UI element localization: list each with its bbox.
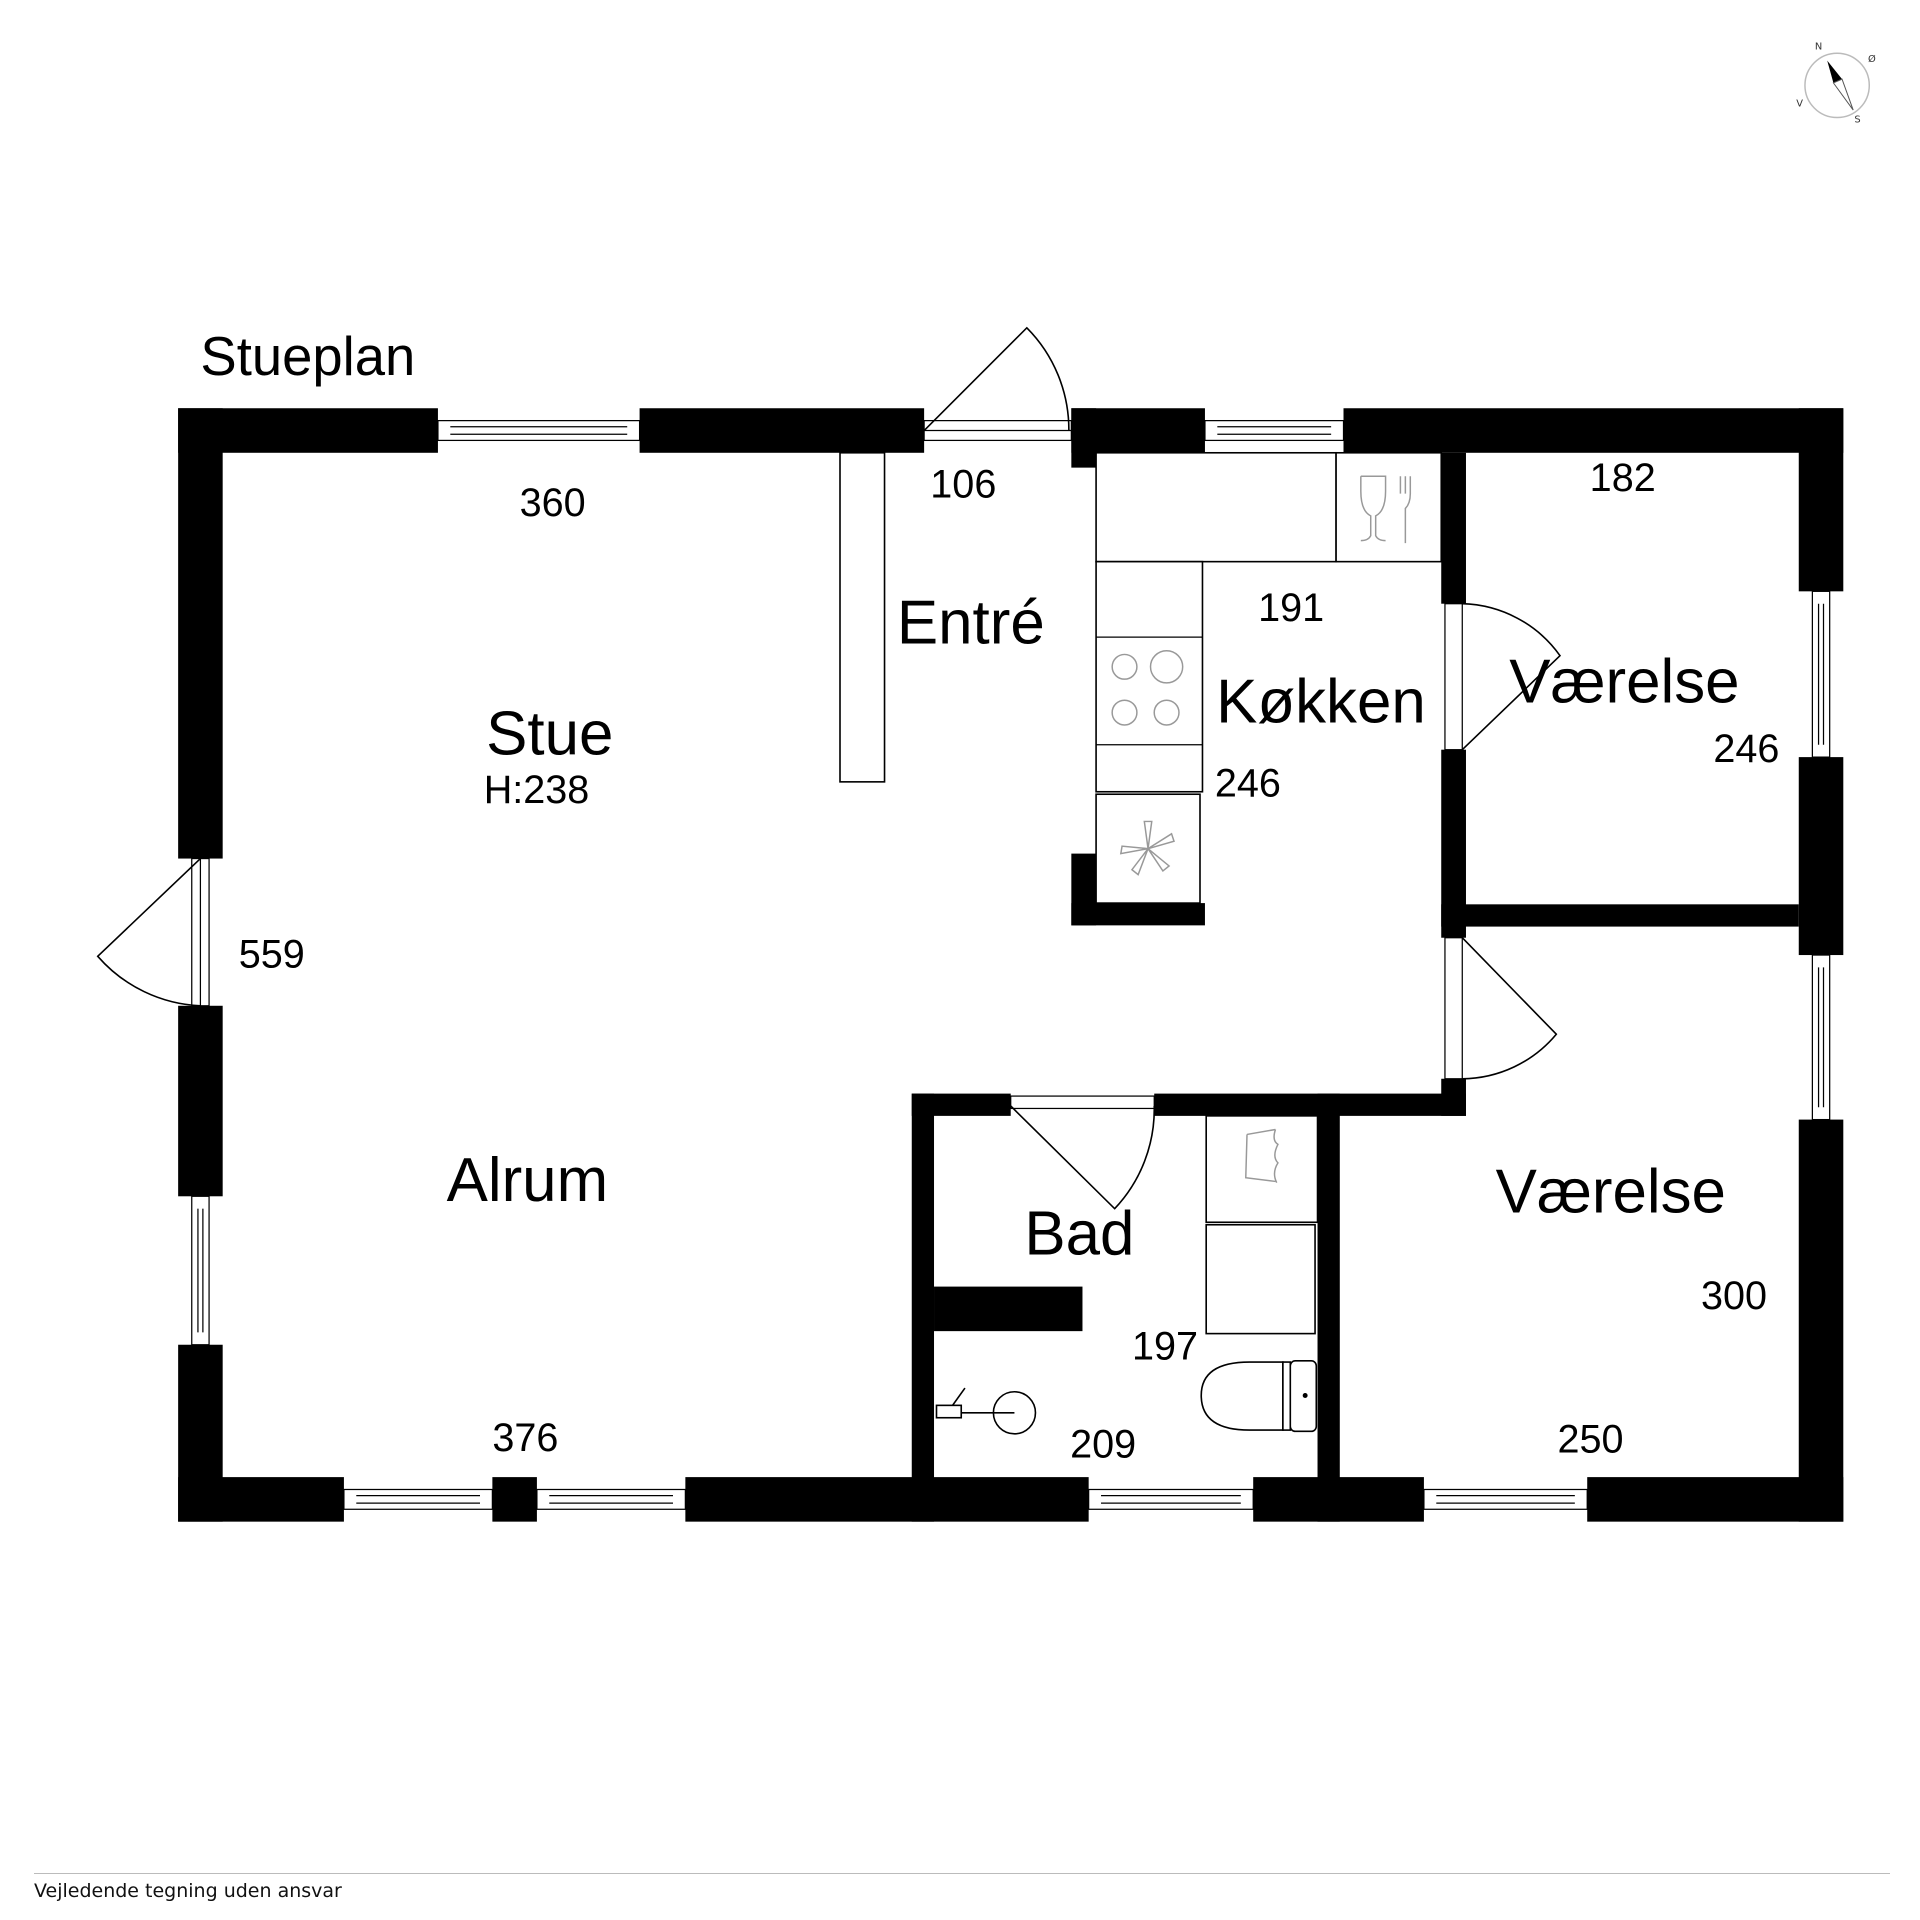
svg-text:S: S xyxy=(1854,114,1860,125)
svg-text:N: N xyxy=(1815,41,1822,52)
toilet-icon xyxy=(1200,1360,1318,1433)
room-vaerelse-2: Værelse xyxy=(1496,1157,1726,1226)
vaerelse-1-depth: 246 xyxy=(1713,727,1779,771)
bathroom-fixtures xyxy=(935,1115,1319,1435)
koekken-width: 191 xyxy=(1258,586,1324,630)
entrance-door xyxy=(923,326,1070,432)
disclaimer-text: Vejledende tegning uden ansvar xyxy=(34,1880,342,1902)
svg-text:Ø: Ø xyxy=(1868,53,1876,65)
room-entre: Entré xyxy=(897,588,1045,657)
bad-width: 209 xyxy=(1070,1422,1136,1466)
partition xyxy=(839,451,886,783)
kitchen-fixtures xyxy=(1095,451,1443,904)
footer-divider xyxy=(34,1873,1890,1874)
dishwasher-icon xyxy=(1360,475,1412,544)
room-alrum: Alrum xyxy=(447,1146,608,1215)
side-door xyxy=(96,857,201,1007)
walls xyxy=(178,408,1844,1522)
bathroom-door xyxy=(1010,1105,1156,1210)
vaerelse-2-depth: 300 xyxy=(1701,1274,1767,1318)
bad-depth: 197 xyxy=(1132,1325,1198,1369)
washing-machine-icon xyxy=(1245,1128,1279,1184)
vaerelse-1-width: 182 xyxy=(1590,456,1656,500)
room-koekken: Køkken xyxy=(1216,667,1426,736)
doors xyxy=(96,326,1562,1210)
fan-icon xyxy=(1119,820,1175,876)
alrum-depth: 559 xyxy=(239,932,305,976)
room-stue: Stue xyxy=(486,700,613,769)
vaerelse-2-width: 250 xyxy=(1558,1417,1624,1461)
plan-title: Stueplan xyxy=(200,326,415,387)
alrum-width: 376 xyxy=(492,1416,558,1460)
svg-text:V: V xyxy=(1796,98,1803,109)
stove-icon xyxy=(1111,649,1184,726)
windows xyxy=(191,420,1831,1510)
shower-icon xyxy=(935,1387,1037,1435)
bedroom2-door xyxy=(1461,937,1558,1080)
stue-height: H:238 xyxy=(484,768,590,812)
room-labels: Stue H:238 360 Entré 106 Køkken 191 246 … xyxy=(239,456,1780,1466)
compass-icon: N Ø S V xyxy=(1796,41,1876,125)
room-vaerelse-1: Værelse xyxy=(1509,648,1739,717)
bedroom1-door xyxy=(1461,602,1562,751)
koekken-depth: 246 xyxy=(1215,762,1281,806)
entre-dimension: 106 xyxy=(930,462,996,506)
room-bad: Bad xyxy=(1024,1199,1134,1268)
stue-dimension: 360 xyxy=(520,481,586,525)
